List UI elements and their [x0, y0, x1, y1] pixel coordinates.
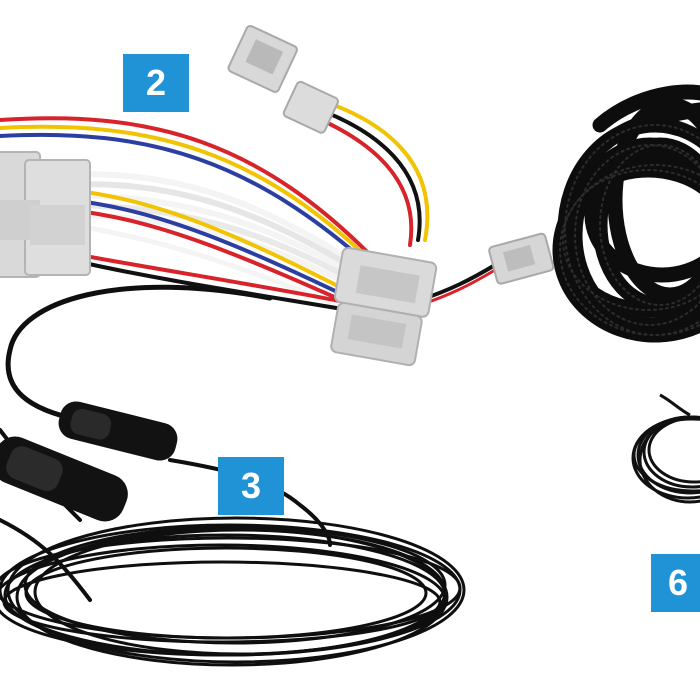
thin-cable-coil: [631, 393, 700, 504]
corrugated-wire-loom: [552, 84, 700, 343]
harness-output-connector: [330, 246, 438, 367]
inline-fuse-holder-2: [0, 436, 128, 522]
small-side-connector: [488, 232, 555, 285]
callout-badge-3: 3: [218, 457, 284, 515]
inline-fuse-holder: [58, 401, 178, 461]
small-plug-connector: [227, 24, 339, 134]
wiring-harness: [0, 98, 497, 323]
large-harness-connector: [0, 151, 91, 278]
callout-badge-6: 6: [651, 554, 700, 612]
callout-badge-2: 2: [123, 54, 189, 112]
